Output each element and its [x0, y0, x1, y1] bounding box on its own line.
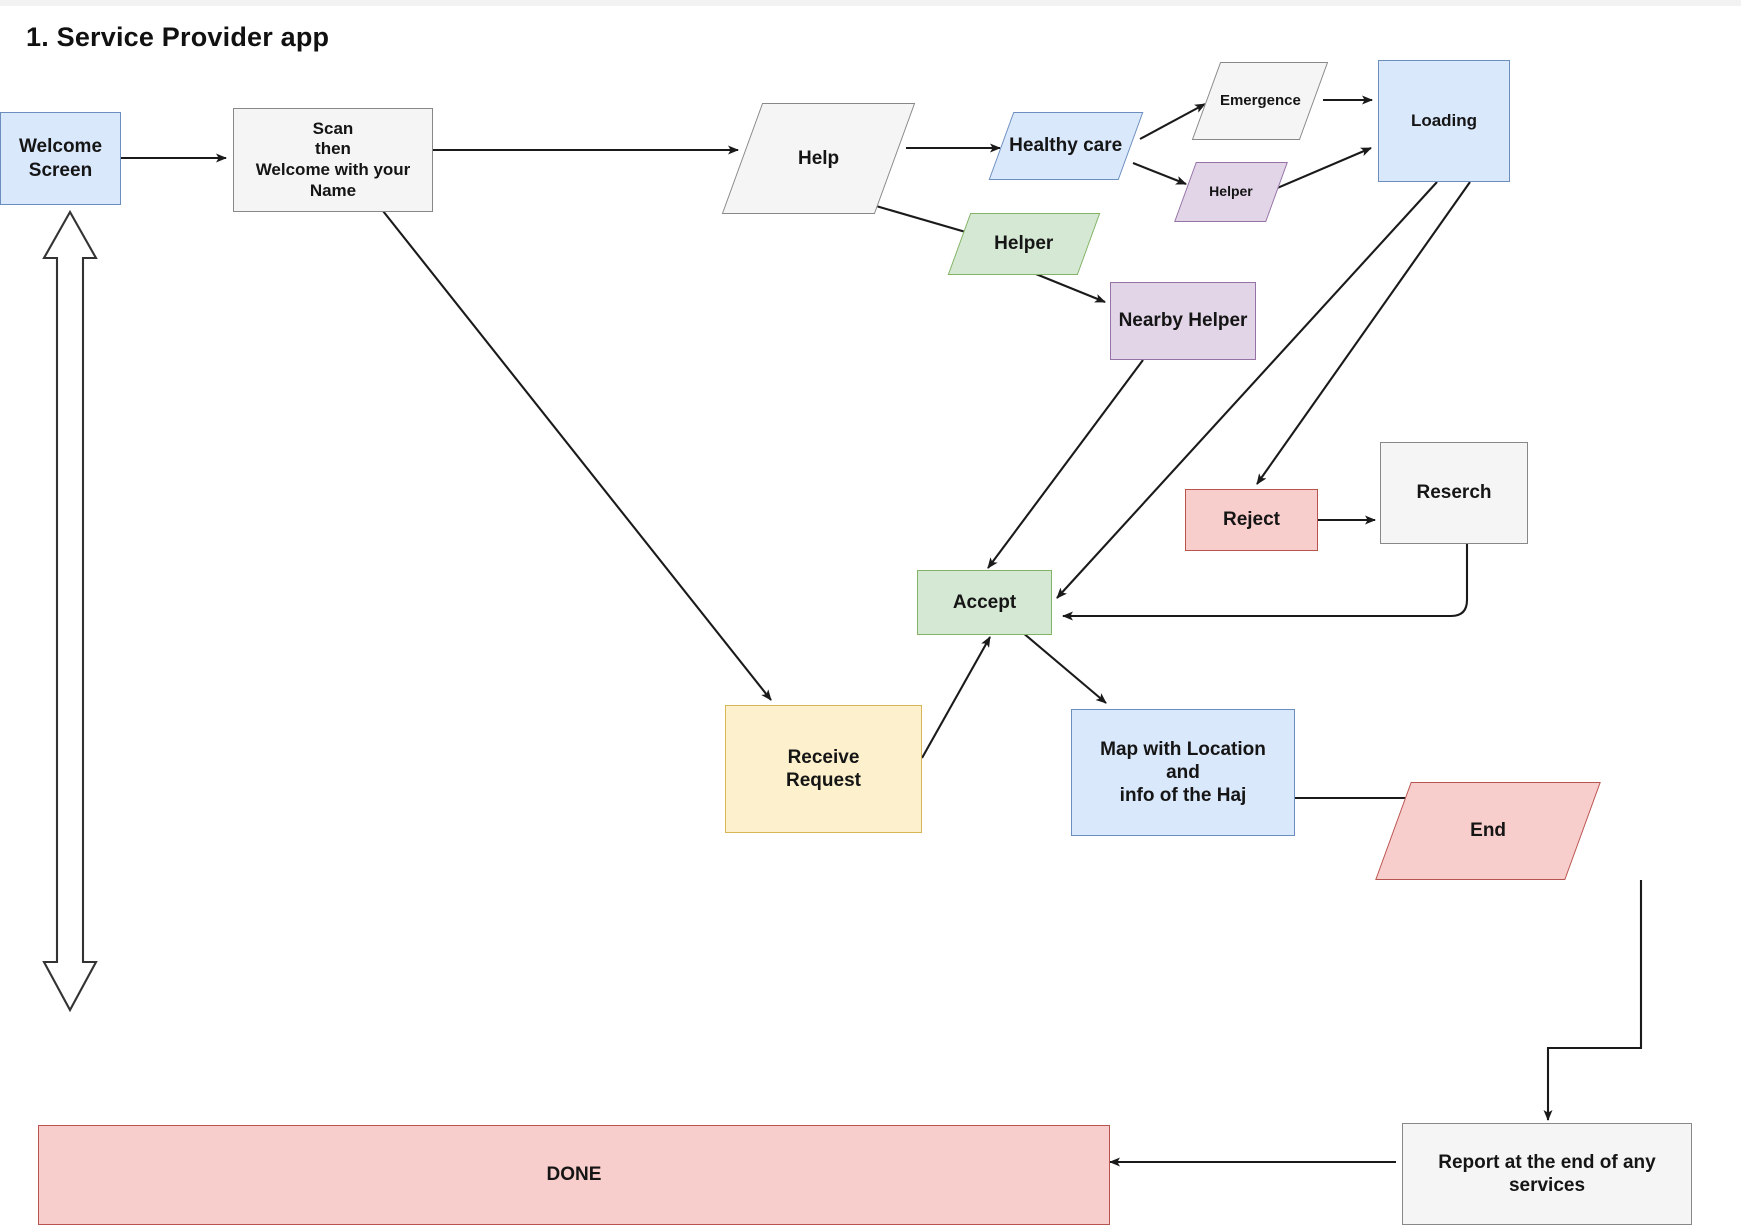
scan-line3: Welcome with your — [255, 160, 411, 179]
node-healthy-care[interactable]: Healthy care — [988, 112, 1144, 180]
done-label: DONE — [546, 1164, 602, 1186]
page-title: 1. Service Provider app — [26, 22, 330, 52]
edge-done-to-welcome — [42, 209, 98, 1013]
scan-line2: then — [315, 139, 351, 159]
node-accept[interactable]: Accept — [917, 570, 1052, 635]
end-label: End — [1470, 820, 1506, 842]
node-reject[interactable]: Reject — [1185, 489, 1318, 551]
edge-receive-to-accept — [921, 636, 991, 759]
accept-label: Accept — [952, 591, 1017, 613]
edge-end-to-report — [1543, 880, 1643, 1121]
node-done[interactable]: DONE — [38, 1125, 1110, 1225]
node-scan-welcome[interactable]: Scan then Welcome with your Name — [233, 108, 433, 212]
edge-accept-to-map — [1021, 631, 1107, 704]
node-receive-request[interactable]: Receive Request — [725, 705, 922, 833]
loading-label: Loading — [1410, 110, 1478, 130]
node-report[interactable]: Report at the end of any services — [1402, 1123, 1692, 1225]
edge-nearby-to-accept — [987, 359, 1144, 569]
edge-scan-to-receive — [382, 210, 772, 701]
node-loading[interactable]: Loading — [1378, 60, 1510, 182]
receive-line1: Receive — [787, 746, 860, 768]
nearby-helper-label: Nearby Helper — [1118, 310, 1248, 332]
help-label: Help — [797, 147, 840, 169]
map-line3: info of the Haj — [1119, 785, 1247, 807]
node-emergence[interactable]: Emergence — [1191, 62, 1329, 140]
map-line1: Map with Location — [1100, 738, 1266, 760]
scan-line1: Scan — [312, 118, 354, 138]
welcome-screen-line1: Welcome — [18, 136, 103, 158]
node-welcome-screen[interactable]: Welcome Screen — [0, 112, 121, 205]
node-helper-green[interactable]: Helper — [947, 213, 1101, 275]
reject-label: Reject — [1222, 509, 1281, 531]
map-line2: and — [1166, 761, 1200, 783]
helper-small-label: Helper — [1209, 183, 1253, 200]
node-reserch[interactable]: Reserch — [1380, 442, 1528, 544]
helper-green-label: Helper — [994, 233, 1054, 255]
scan-line4: Name — [309, 180, 357, 200]
report-line2: services — [1508, 1175, 1586, 1196]
node-end[interactable]: End — [1375, 782, 1601, 880]
emergence-label: Emergence — [1219, 91, 1301, 109]
node-map-location[interactable]: Map with Location and info of the Haj — [1071, 709, 1295, 836]
report-line1: Report at the end of any — [1438, 1151, 1656, 1173]
node-nearby-helper[interactable]: Nearby Helper — [1110, 282, 1256, 360]
node-help[interactable]: Help — [721, 103, 916, 214]
edge-healthy-to-helper-small — [1132, 162, 1187, 185]
reserch-label: Reserch — [1416, 482, 1492, 504]
node-helper-small[interactable]: Helper — [1174, 162, 1288, 222]
healthy-care-label: Healthy care — [1009, 135, 1123, 157]
edge-loading-to-reject — [1256, 181, 1471, 485]
edge-reserch-to-accept — [1062, 543, 1469, 621]
top-strip — [0, 0, 1741, 6]
welcome-screen-line2: Screen — [28, 159, 93, 181]
receive-line2: Request — [786, 770, 861, 791]
